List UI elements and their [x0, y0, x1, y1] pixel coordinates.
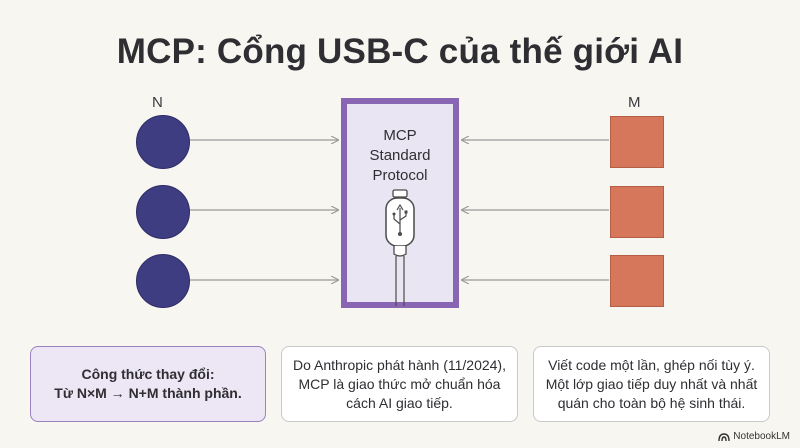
- anthropic-card: Do Anthropic phát hành (11/2024), MCP là…: [281, 346, 518, 422]
- anthropic-line-2: MCP là giao thức mở chuẩn hóa: [298, 375, 501, 392]
- hub-line-1: MCP: [383, 127, 417, 144]
- anthropic-line-3: cách AI giao tiếp.: [346, 394, 453, 411]
- write-line-2: Một lớp giao tiếp duy nhất và nhất: [545, 375, 758, 392]
- hub-line-3: Protocol: [372, 167, 428, 184]
- formula-line-1: Công thức thay đổi:: [81, 366, 215, 382]
- brand-text: NotebookLM: [733, 431, 790, 442]
- m-node-1: [610, 116, 664, 168]
- m-node-2: [610, 186, 664, 238]
- mcp-hub: MCP Standard Protocol: [341, 98, 459, 308]
- m-node-3: [610, 255, 664, 307]
- m-label: M: [628, 94, 641, 111]
- slide-title: MCP: Cổng USB-C của thế giới AI: [116, 32, 684, 71]
- hub-label: MCP Standard Protocol: [347, 126, 453, 186]
- write-line-3: quán cho toàn bộ hệ sinh thái.: [557, 394, 746, 411]
- notebooklm-logo-icon: [718, 432, 730, 441]
- usb-c-cable-icon: [385, 189, 415, 306]
- hub-line-2: Standard: [369, 147, 431, 164]
- anthropic-line-1: Do Anthropic phát hành (11/2024),: [292, 356, 506, 373]
- write-line-1: Viết code một lần, ghép nối tùy ý.: [548, 356, 755, 373]
- write-once-card: Viết code một lần, ghép nối tùy ý. Một l…: [533, 346, 770, 422]
- n-node-2: [136, 185, 190, 239]
- n-node-3: [136, 254, 190, 308]
- n-node-1: [136, 115, 190, 169]
- formula-line-2: Từ N×M → N+M thành phần.: [54, 385, 242, 401]
- formula-card: Công thức thay đổi: Từ N×M → N+M thành p…: [30, 346, 266, 422]
- notebooklm-brand: NotebookLM: [718, 431, 790, 442]
- n-label: N: [152, 94, 163, 111]
